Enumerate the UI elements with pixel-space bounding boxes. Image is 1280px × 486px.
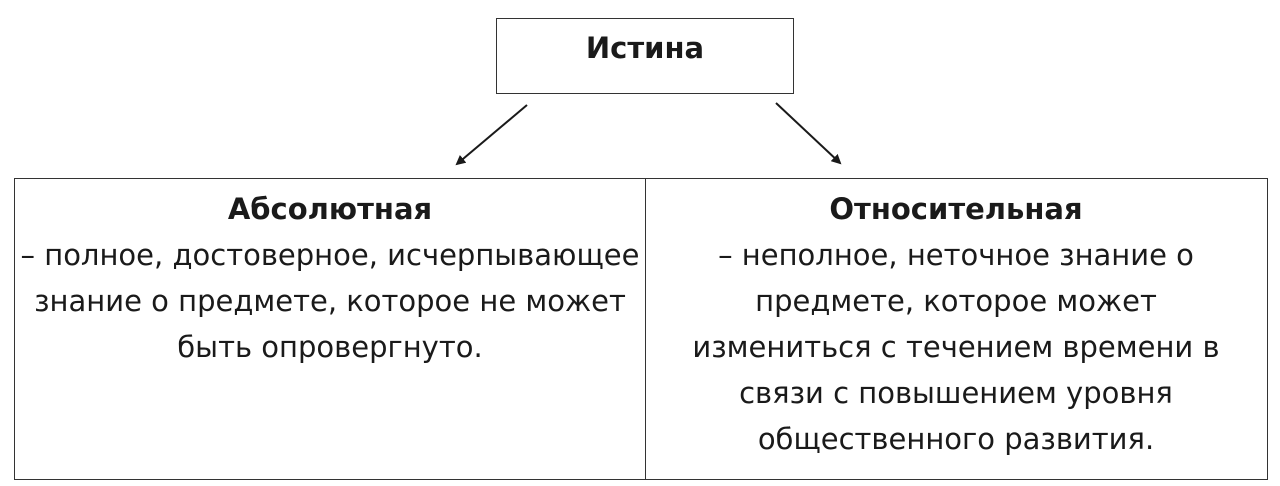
arrow-right xyxy=(775,102,842,165)
branch-relative-title: Относительная xyxy=(829,192,1083,226)
root-node: Истина xyxy=(496,18,794,94)
branch-absolute-title: Абсолютная xyxy=(227,192,433,226)
branch-absolute: Абсолютная – полное, достоверное, исчерп… xyxy=(15,179,646,479)
branch-absolute-text: – полное, достоверное, исчерпывающее зна… xyxy=(20,238,640,364)
root-title: Истина xyxy=(585,31,705,65)
arrow-left xyxy=(455,104,528,166)
branch-relative-text: – неполное, неточное знание о предмете, … xyxy=(692,238,1220,456)
branch-relative: Относительная – неполное, неточное знани… xyxy=(646,179,1266,479)
branches-table: Абсолютная – полное, достоверное, исчерп… xyxy=(14,178,1268,480)
